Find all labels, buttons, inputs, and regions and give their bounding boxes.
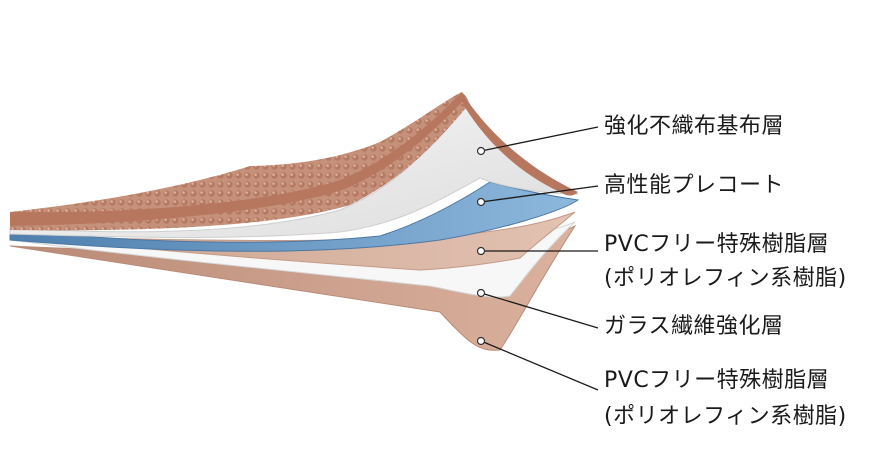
leader-lines — [480, 126, 599, 391]
layer-sublabel-resin-lower: (ポリオレフィン系樹脂) — [604, 404, 847, 429]
leader-line-1 — [480, 126, 599, 152]
layer-label-nonwoven: 強化不織布基布層 — [604, 114, 785, 139]
leader-dot-5 — [476, 336, 486, 346]
layer-sublabel-resin-upper: (ポリオレフィン系樹脂) — [604, 266, 847, 291]
layer-label-precoat: 高性能プレコート — [604, 173, 785, 198]
leader-dot-3 — [476, 246, 486, 256]
layer-label-glass-fiber: ガラス繊維強化層 — [604, 314, 784, 339]
layer-label-resin-lower: PVCフリー特殊樹脂層 — [604, 368, 830, 393]
leader-dot-4 — [476, 288, 486, 298]
white-backing-layer — [9, 99, 579, 238]
nonwoven-fabric-layer — [10, 92, 469, 231]
leader-line-4 — [480, 292, 599, 329]
leader-line-2 — [480, 185, 599, 203]
layer-label-resin-upper: PVCフリー特殊樹脂層 — [604, 232, 830, 257]
leader-dot-2 — [476, 197, 486, 207]
leader-line-5 — [480, 340, 599, 391]
fabric-edge-rim — [10, 92, 578, 226]
leader-dots — [476, 146, 486, 346]
precoat-layer — [9, 181, 580, 252]
leader-dot-1 — [476, 146, 486, 156]
